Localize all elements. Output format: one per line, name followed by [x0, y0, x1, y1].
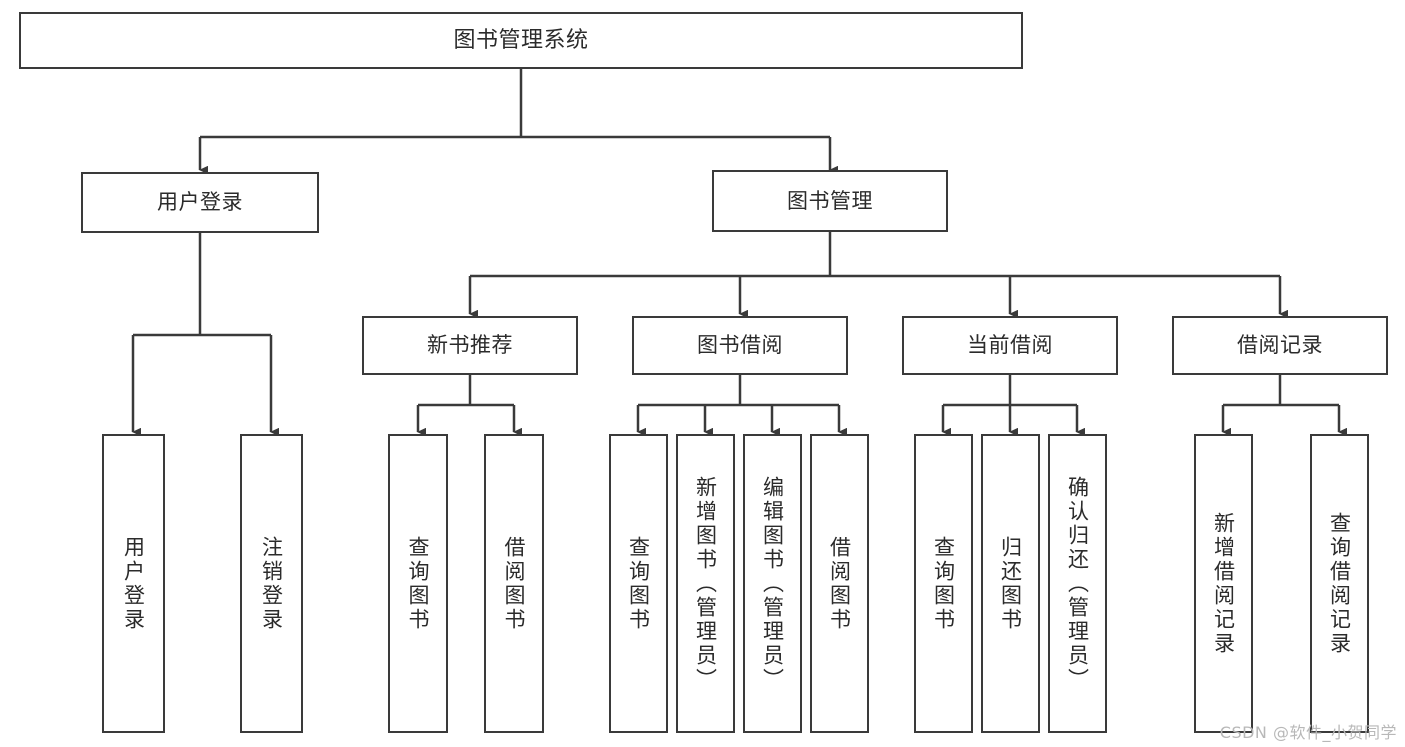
- node-leaf-edit-book[interactable]: 编辑图书（管理员）: [743, 434, 802, 733]
- node-leaf-logout-login-label: 注销登录: [259, 535, 284, 632]
- node-leaf-query-book-2-label: 查询图书: [626, 535, 651, 632]
- node-book-borrow[interactable]: 图书借阅: [632, 316, 848, 375]
- node-leaf-return-book[interactable]: 归还图书: [981, 434, 1040, 733]
- node-book-borrow-label: 图书借阅: [697, 333, 783, 358]
- node-book-admin-label: 图书管理: [787, 188, 873, 213]
- node-leaf-user-login-label: 用户登录: [121, 535, 146, 632]
- node-new-book-recommend-label: 新书推荐: [427, 333, 513, 358]
- node-borrow-record-label: 借阅记录: [1237, 333, 1323, 358]
- node-leaf-confirm-return-label: 确认归还（管理员）: [1065, 475, 1090, 692]
- node-leaf-query-book-3[interactable]: 查询图书: [914, 434, 973, 733]
- node-current-borrow-label: 当前借阅: [967, 333, 1053, 358]
- node-leaf-logout-login[interactable]: 注销登录: [240, 434, 303, 733]
- node-root-label: 图书管理系统: [453, 27, 589, 53]
- node-leaf-borrow-book-2[interactable]: 借阅图书: [810, 434, 869, 733]
- node-leaf-return-book-label: 归还图书: [998, 535, 1023, 632]
- node-user-login[interactable]: 用户登录: [81, 172, 319, 233]
- node-new-book-recommend[interactable]: 新书推荐: [362, 316, 578, 375]
- node-leaf-add-book-label: 新增图书（管理员）: [693, 475, 718, 692]
- node-leaf-query-book-3-label: 查询图书: [931, 535, 956, 632]
- node-borrow-record[interactable]: 借阅记录: [1172, 316, 1388, 375]
- node-leaf-edit-book-label: 编辑图书（管理员）: [760, 475, 785, 692]
- node-leaf-borrow-book-2-label: 借阅图书: [827, 535, 852, 632]
- node-leaf-add-record[interactable]: 新增借阅记录: [1194, 434, 1253, 733]
- node-root[interactable]: 图书管理系统: [19, 12, 1023, 69]
- node-user-login-label: 用户登录: [157, 190, 243, 215]
- node-leaf-borrow-book-1[interactable]: 借阅图书: [484, 434, 544, 733]
- node-leaf-query-record[interactable]: 查询借阅记录: [1310, 434, 1369, 733]
- watermark-text: CSDN @软件_小贺同学: [1219, 723, 1397, 742]
- node-leaf-query-book-2[interactable]: 查询图书: [609, 434, 668, 733]
- node-book-admin[interactable]: 图书管理: [712, 170, 948, 232]
- node-leaf-query-record-label: 查询借阅记录: [1327, 511, 1352, 656]
- node-leaf-confirm-return[interactable]: 确认归还（管理员）: [1048, 434, 1107, 733]
- node-leaf-query-book-1[interactable]: 查询图书: [388, 434, 448, 733]
- node-leaf-user-login[interactable]: 用户登录: [102, 434, 165, 733]
- node-leaf-add-book[interactable]: 新增图书（管理员）: [676, 434, 735, 733]
- node-current-borrow[interactable]: 当前借阅: [902, 316, 1118, 375]
- node-leaf-borrow-book-1-label: 借阅图书: [502, 535, 527, 632]
- node-leaf-add-record-label: 新增借阅记录: [1211, 511, 1236, 656]
- node-leaf-query-book-1-label: 查询图书: [406, 535, 431, 632]
